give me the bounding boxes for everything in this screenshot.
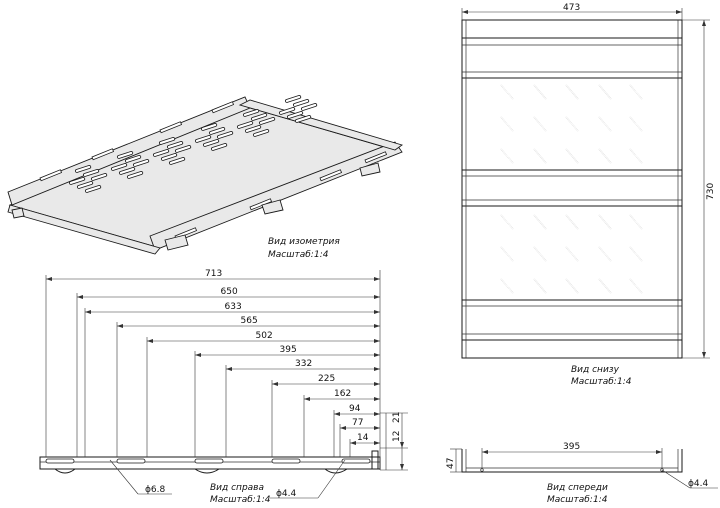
iso-slot	[286, 111, 304, 119]
front-view	[461, 449, 683, 473]
iso-slot	[74, 165, 92, 173]
bottom-scale-label: Масштаб:	[571, 377, 617, 387]
front-scale-label: Масштаб:	[547, 495, 593, 505]
iso-slot	[160, 153, 178, 161]
dim-473: 473	[563, 3, 580, 13]
iso-slot	[76, 181, 94, 189]
iso-slot	[194, 135, 212, 143]
right-view-dimensions: 713 650 633 565 502 395 332 225 162 94 77 14	[45, 269, 381, 470]
iso-slot	[168, 157, 186, 165]
bottom-outline	[461, 19, 683, 359]
dim-395: 395	[280, 345, 297, 355]
dim-395: 395	[563, 442, 580, 452]
front-flange	[149, 141, 403, 251]
dim-47: 47	[446, 458, 456, 469]
dim-633: 633	[225, 302, 242, 312]
front-title: Вид спереди	[547, 483, 608, 493]
dim-162: 162	[334, 389, 351, 399]
iso-flange-slots	[39, 101, 388, 240]
front-hole-callout: ϕ4.4	[661, 469, 718, 489]
iso-scale: 1:4	[314, 250, 329, 260]
iso-title: Вид изометрия	[268, 237, 340, 247]
iso-slot	[202, 139, 220, 147]
dim-front-height: 47	[446, 448, 462, 473]
dim-12: 12	[392, 431, 402, 442]
iso-slot	[236, 121, 254, 129]
iso-slot	[208, 127, 226, 135]
dim-77: 77	[352, 418, 363, 428]
iso-scale-label: Масштаб:	[268, 250, 314, 260]
iso-slot	[258, 117, 276, 125]
front-scale: 1:4	[593, 495, 608, 505]
isometric-view	[7, 95, 404, 255]
dim-14: 14	[357, 433, 369, 443]
iso-slot	[68, 177, 86, 185]
iso-slot	[210, 143, 228, 151]
iso-slot	[216, 131, 234, 139]
dim-bottom-height: 730	[682, 19, 716, 359]
iso-slot	[118, 167, 136, 175]
iso-slot	[84, 185, 102, 193]
dim-332: 332	[295, 359, 312, 369]
iso-slot	[158, 137, 176, 145]
iso-slot	[124, 155, 142, 163]
dim-bottom-width: 473	[461, 3, 683, 20]
bottom-scale: 1:4	[617, 377, 632, 387]
iso-slot	[82, 169, 100, 177]
dim-650: 650	[221, 287, 238, 297]
bottom-edge	[7, 204, 161, 255]
iso-slot	[116, 151, 134, 159]
iso-slot	[278, 107, 296, 115]
iso-slot	[300, 103, 318, 111]
hole-6-8: ϕ6.8	[145, 485, 166, 495]
right-title: Вид справа	[210, 483, 264, 493]
iso-slot	[292, 99, 310, 107]
iso-slot	[244, 125, 262, 133]
front-hole: ϕ4.4	[688, 479, 709, 489]
iso-slot	[152, 149, 170, 157]
iso-slot	[200, 123, 218, 131]
iso-slot	[166, 141, 184, 149]
dim-front-width: 395	[481, 442, 663, 468]
dim-94: 94	[349, 404, 361, 414]
iso-slot	[126, 171, 144, 179]
iso-slot	[132, 159, 150, 167]
bottom-rail-top	[461, 37, 683, 79]
dim-225: 225	[318, 374, 335, 384]
iso-feet	[11, 162, 381, 251]
dim-right-small: 21 12	[380, 412, 408, 471]
front-outline	[461, 449, 683, 473]
hole-callout-a: ϕ6.8	[109, 459, 172, 495]
right-scale: 1:4	[256, 495, 271, 505]
iso-slot	[250, 113, 268, 121]
iso-slot	[242, 109, 260, 117]
iso-slot	[252, 129, 270, 137]
hole-4-4: ϕ4.4	[276, 489, 297, 499]
iso-slot	[294, 115, 312, 123]
bottom-view	[461, 19, 683, 359]
iso-slot	[90, 173, 108, 181]
iso-slot	[174, 145, 192, 153]
bottom-rail-bottom	[461, 299, 683, 341]
dim-21: 21	[392, 412, 402, 423]
right-scale-label: Масштаб:	[210, 495, 256, 505]
bottom-title: Вид снизу	[571, 365, 620, 375]
bottom-perforations	[500, 84, 643, 294]
dim-730: 730	[706, 183, 716, 200]
right-view	[39, 450, 381, 474]
bottom-rail-middle	[461, 169, 683, 207]
dim-713: 713	[205, 269, 222, 279]
iso-slot	[110, 163, 128, 171]
iso-slot	[284, 95, 302, 103]
dim-565: 565	[241, 316, 258, 326]
dim-502: 502	[256, 331, 273, 341]
iso-perforations	[68, 95, 318, 193]
hole-callout-b: ϕ4.4	[270, 459, 346, 499]
